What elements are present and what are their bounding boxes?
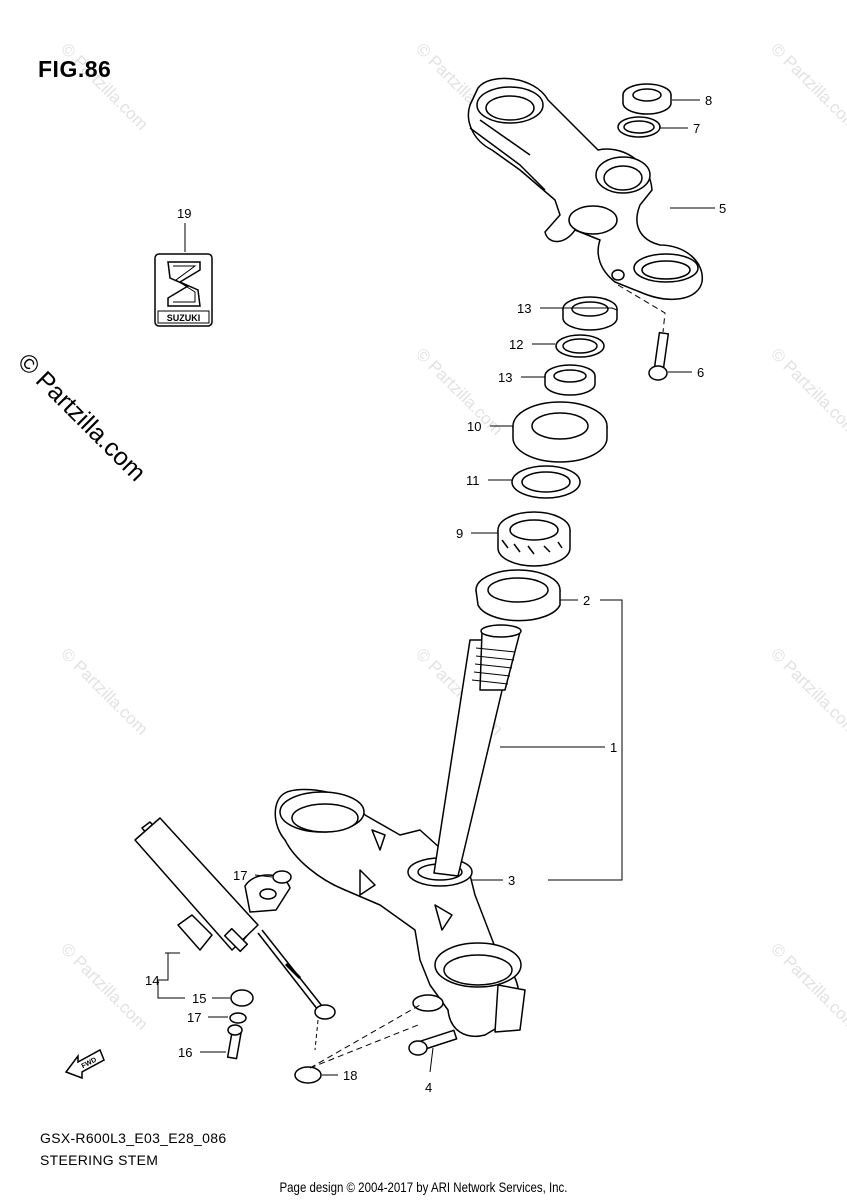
bearing-part-9 [497,511,571,567]
callout-10: 10 [467,419,481,434]
watermark: © Partzilla.com [767,939,847,1033]
callout-1: 1 [610,740,617,755]
figure-title: FIG.86 [38,56,112,82]
watermark: © Partzilla.com [767,344,847,438]
watermark: © Partzilla.com [767,644,847,738]
callout-3: 3 [508,873,515,888]
callout-16: 16 [178,1045,192,1060]
callout-6: 6 [697,365,704,380]
page-footer: Page design © 2004-2017 by ARI Network S… [279,1179,568,1195]
callout-12: 12 [509,337,523,352]
stem-nut-part-8 [622,83,672,115]
callout-5: 5 [719,201,726,216]
bearing-race-part-2 [475,569,561,622]
watermark: © Partzilla.com [767,39,847,133]
callout-14: 14 [145,973,159,988]
callout-17-upper: 17 [233,868,247,883]
callout-18: 18 [343,1068,357,1083]
washer-part-11 [511,465,581,499]
bolt-part-6 [648,331,670,381]
callout-labels: 8 7 5 6 13 12 13 10 11 9 2 1 3 4 17 14 1… [145,93,726,1095]
figure-code: GSX-R600L3_E03_E28_086 [40,1130,227,1146]
logo-text: SUZUKI [167,313,201,323]
watermark: © Partzilla.com [412,344,506,438]
bolt-part-4 [408,1029,458,1056]
callout-15: 15 [192,991,206,1006]
callout-9: 9 [456,526,463,541]
callout-17-lower: 17 [187,1010,201,1025]
washer-part-12 [555,334,605,358]
washer-part-17-lower [229,1012,247,1024]
bolt-part-16 [226,1024,243,1060]
steering-stem-part-1 [274,624,526,1037]
figure-name: STEERING STEM [40,1152,159,1168]
callout-2: 2 [583,593,590,608]
callout-4: 4 [425,1080,432,1095]
fwd-arrow-icon: FWD [64,1048,105,1080]
watermark: © Partzilla.com [57,39,151,133]
upper-bracket-part-5 [467,77,703,300]
washer-part-17-upper [272,870,292,884]
nut-part-18 [294,1066,322,1084]
lock-nut-part-13-lower [544,364,596,396]
callout-7: 7 [693,121,700,136]
dust-seal-part-10 [512,401,608,463]
cap-part-15 [230,989,254,1007]
callout-8: 8 [705,93,712,108]
watermark: © Partzilla.com [57,939,151,1033]
steering-damper-part-14 [134,817,336,1020]
watermark: © Partzilla.com [57,644,151,738]
callout-11: 11 [466,473,480,488]
suzuki-logo-part-19: SUZUKI [154,253,213,327]
washer-part-7 [617,116,661,138]
callout-13-upper: 13 [517,301,531,316]
callout-19: 19 [177,206,191,221]
leader-lines [157,99,715,1076]
callout-13-lower: 13 [498,370,512,385]
lock-nut-part-13-upper [562,296,618,331]
